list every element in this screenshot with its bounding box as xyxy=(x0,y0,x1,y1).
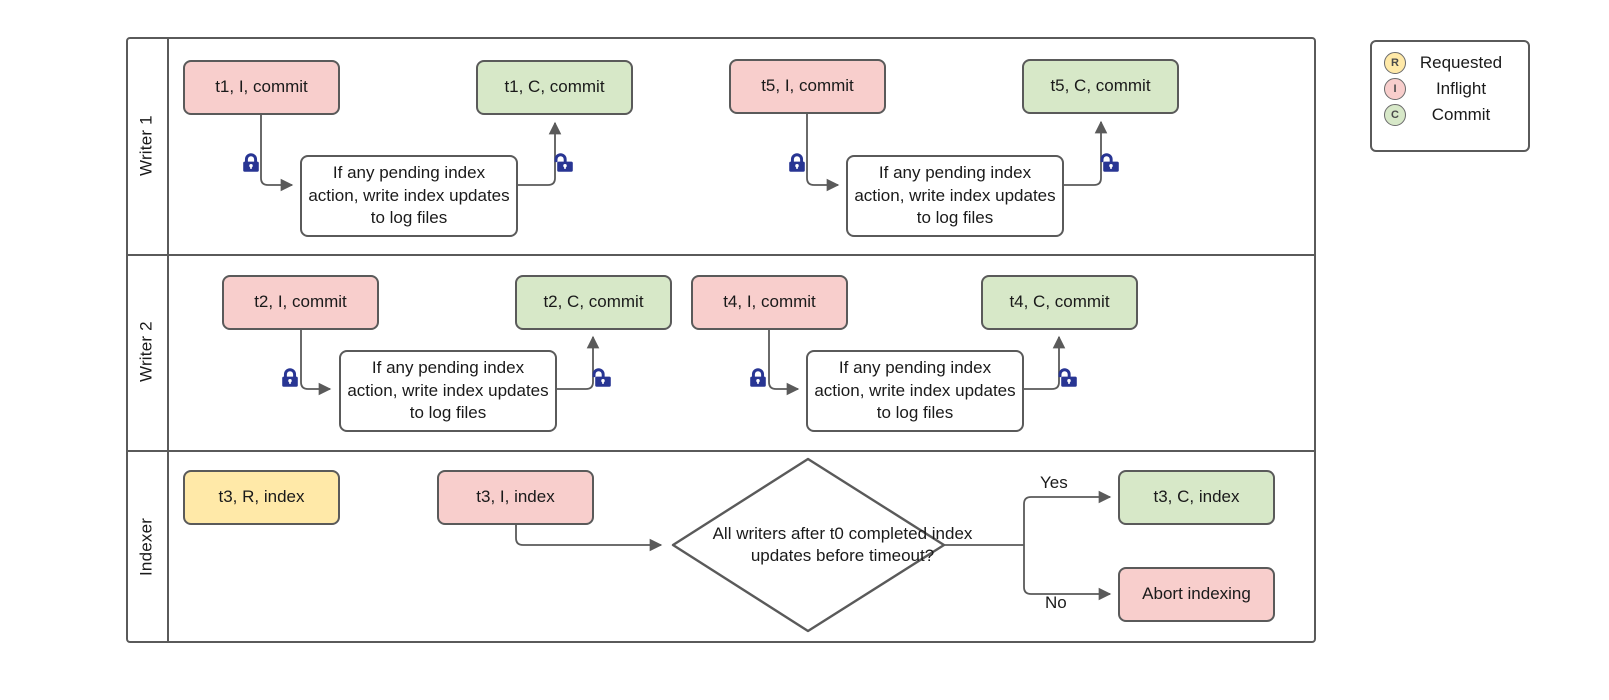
node-ix-requested-t3[interactable]: t3, R, index xyxy=(183,470,340,525)
lock-closed-icon xyxy=(282,368,298,387)
node-label: t4, I, commit xyxy=(723,292,816,312)
legend-item-commit: C Commit xyxy=(1384,102,1514,128)
node-label: All writers after t0 completed index upd… xyxy=(712,523,973,565)
lock-open-icon xyxy=(554,153,573,172)
lane-divider-2 xyxy=(126,450,1316,452)
node-w1-commit-t1[interactable]: t1, C, commit xyxy=(476,60,633,115)
node-w1-process-a[interactable]: If any pending index action, write index… xyxy=(300,155,518,237)
node-label: t2, C, commit xyxy=(543,292,644,312)
legend-badge-commit-icon: C xyxy=(1384,104,1406,126)
node-label: t1, C, commit xyxy=(504,77,605,97)
lock-closed-icon xyxy=(789,153,805,172)
legend-box: R Requested I Inflight C Commit xyxy=(1370,40,1530,152)
node-ix-abort[interactable]: Abort indexing xyxy=(1118,567,1275,622)
legend-badge-inflight-icon: I xyxy=(1384,78,1406,100)
lock-open-icon xyxy=(592,368,611,387)
node-label: t5, I, commit xyxy=(761,76,854,96)
node-w2-process-b[interactable]: If any pending index action, write index… xyxy=(806,350,1024,432)
node-label: t2, I, commit xyxy=(254,292,347,312)
node-w2-inflight-t4[interactable]: t4, I, commit xyxy=(691,275,848,330)
node-ix-commit-t3[interactable]: t3, C, index xyxy=(1118,470,1275,525)
node-w1-inflight-t1[interactable]: t1, I, commit xyxy=(183,60,340,115)
node-w2-inflight-t2[interactable]: t2, I, commit xyxy=(222,275,379,330)
node-label: If any pending index action, write index… xyxy=(308,163,510,228)
node-label: t1, I, commit xyxy=(215,77,308,97)
node-label: t3, I, index xyxy=(476,487,555,507)
node-label: If any pending index action, write index… xyxy=(814,358,1016,423)
node-ix-inflight-t3[interactable]: t3, I, index xyxy=(437,470,594,525)
legend-item-inflight: I Inflight xyxy=(1384,76,1514,102)
lane-divider-1 xyxy=(126,254,1316,256)
lock-open-icon xyxy=(1058,368,1077,387)
node-label: If any pending index action, write index… xyxy=(347,358,549,423)
legend-item-requested: R Requested xyxy=(1384,50,1514,76)
node-label: t4, C, commit xyxy=(1009,292,1110,312)
node-w1-process-b[interactable]: If any pending index action, write index… xyxy=(846,155,1064,237)
node-w2-commit-t4[interactable]: t4, C, commit xyxy=(981,275,1138,330)
node-w1-inflight-t5[interactable]: t5, I, commit xyxy=(729,59,886,114)
lane-label-writer1: Writer 1 xyxy=(136,115,156,176)
edge-label-yes: Yes xyxy=(1040,473,1068,492)
lane-label-indexer: Indexer xyxy=(136,517,156,576)
node-label: t3, R, index xyxy=(218,487,305,507)
node-label: Abort indexing xyxy=(1142,584,1251,604)
node-w2-commit-t2[interactable]: t2, C, commit xyxy=(515,275,672,330)
node-w2-process-a[interactable]: If any pending index action, write index… xyxy=(339,350,557,432)
node-label: t5, C, commit xyxy=(1050,76,1151,96)
node-label: t3, C, index xyxy=(1153,487,1240,507)
legend-label: Inflight xyxy=(1435,79,1487,98)
node-w1-commit-t5[interactable]: t5, C, commit xyxy=(1022,59,1179,114)
lane-header-divider xyxy=(167,37,169,643)
legend-badge-requested-icon: R xyxy=(1384,52,1406,74)
lock-closed-icon xyxy=(243,153,259,172)
legend-label: Requested xyxy=(1419,53,1503,72)
lock-closed-icon xyxy=(750,368,766,387)
legend-label: Commit xyxy=(1431,105,1491,124)
lane-label-writer2: Writer 2 xyxy=(136,321,156,383)
lock-open-icon xyxy=(1100,153,1119,172)
node-ix-decision[interactable]: All writers after t0 completed index upd… xyxy=(673,459,973,631)
edge-label-no: No xyxy=(1045,593,1067,612)
node-label: If any pending index action, write index… xyxy=(854,163,1056,228)
